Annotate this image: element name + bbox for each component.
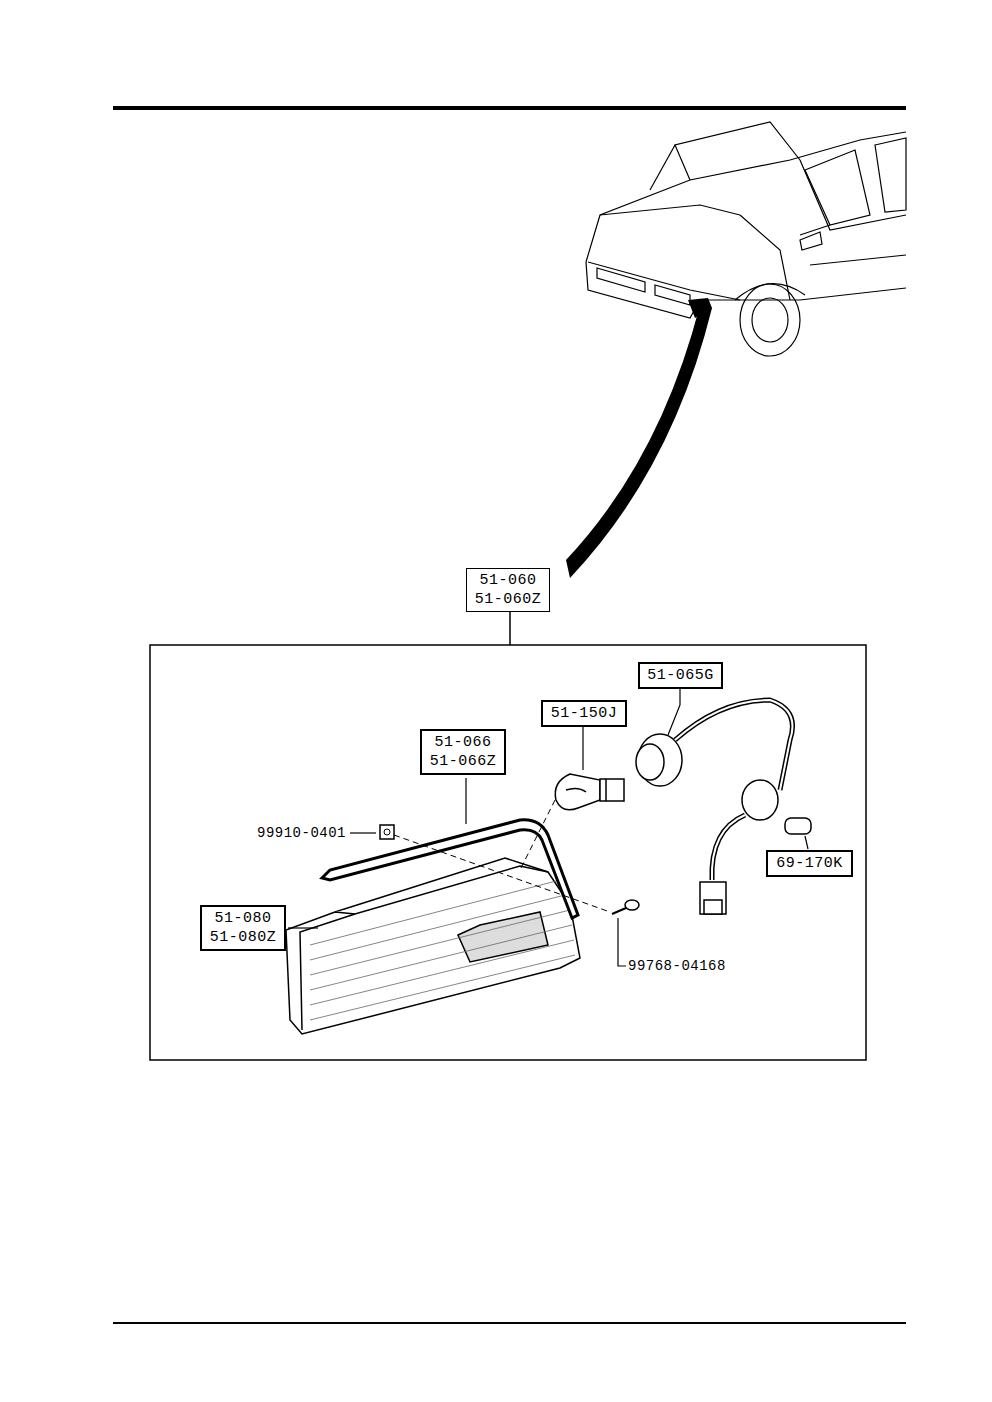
part-number: 51-150J [549, 704, 619, 723]
leader-line [509, 612, 511, 645]
part-number: 51-066Z [428, 752, 498, 771]
part-number: 51-080Z [208, 928, 278, 947]
assembly-frame [150, 645, 866, 1060]
part-number: 51-060Z [473, 590, 543, 609]
lens-housing [286, 858, 580, 1034]
callout-box: 51-065G [638, 662, 723, 689]
pointer-swoosh [566, 305, 712, 578]
car-sketch [586, 122, 906, 356]
part-number-label: 99768-04168 [626, 957, 728, 975]
bottom-rule [113, 1322, 906, 1324]
socket-harness [636, 700, 811, 914]
assembly-dash [394, 800, 610, 912]
top-rule [113, 106, 906, 110]
callout-box: 51-08051-080Z [200, 905, 286, 951]
callout-box: 51-150J [541, 700, 627, 727]
part-number: 69-170K [774, 854, 845, 873]
bezel-strip [322, 820, 578, 918]
part-number: 51-060 [473, 571, 543, 590]
part-number: 51-065G [646, 666, 715, 685]
leader-lines [288, 689, 808, 966]
lens-ribs [310, 880, 575, 1020]
clip [380, 825, 394, 839]
part-number: 51-066 [428, 733, 498, 752]
callout-box: 51-06051-060Z [466, 568, 550, 612]
part-number-label: 99910-0401 [255, 824, 348, 842]
clip-hole [384, 829, 390, 835]
callout-box: 51-06651-066Z [420, 729, 506, 775]
callout-box: 69-170K [766, 850, 853, 877]
screw [612, 900, 639, 914]
part-number: 51-080 [208, 909, 278, 928]
bulb [555, 774, 624, 810]
